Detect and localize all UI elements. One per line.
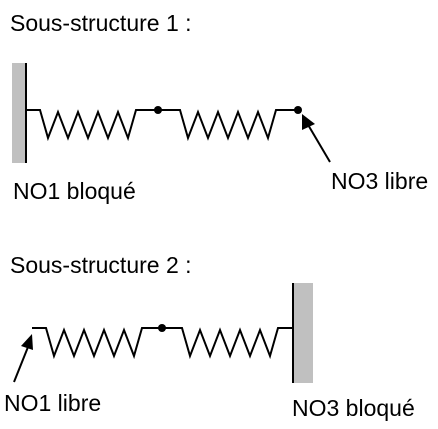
label-no1-blocked: NO1 bloqué (13, 178, 136, 204)
arrow-no3-shaft (306, 122, 331, 163)
spring-element-2 (158, 109, 298, 142)
fixed-support-no1 (12, 63, 26, 163)
fixed-support-no3 (293, 283, 313, 383)
spring-element-4 (162, 327, 293, 360)
spring-element-1 (26, 109, 158, 142)
arrow-no1-head (21, 334, 33, 350)
label-no3-blocked: NO3 bloqué (292, 395, 415, 421)
substructure-2-drawing (13, 283, 313, 383)
label-no3-free: NO3 libre (331, 168, 429, 194)
node-no3-sub1 (294, 106, 302, 114)
spring-element-3 (32, 327, 162, 360)
arrow-no1-shaft (13, 346, 29, 383)
label-no1-free: NO1 libre (4, 390, 102, 416)
substructure-1-title: Sous-structure 1 : (10, 10, 192, 36)
substructure-1-drawing (12, 63, 331, 163)
arrow-no3-head (302, 114, 315, 130)
substructure-2-title: Sous-structure 2 : (10, 252, 192, 278)
